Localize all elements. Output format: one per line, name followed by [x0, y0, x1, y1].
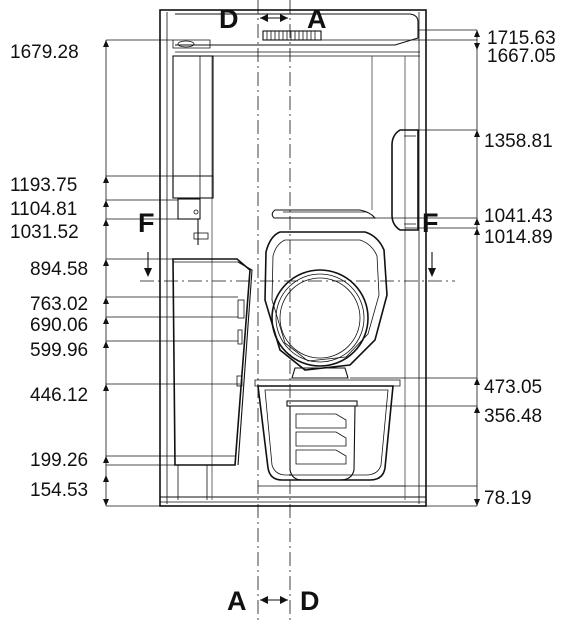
toilet-bowl — [254, 367, 405, 487]
section-arrow-f-left — [144, 252, 152, 277]
dim-left-1: 1679.28 — [10, 42, 79, 63]
dim-left-9: 446.12 — [30, 385, 88, 406]
dim-left-7: 690.06 — [30, 315, 88, 336]
dim-left-4: 1031.52 — [10, 222, 79, 243]
grab-handle — [391, 129, 419, 231]
right-dimension-chain — [320, 29, 480, 507]
section-arrow-f-right — [428, 252, 436, 277]
dim-left-3: 1104.81 — [10, 199, 77, 220]
dim-left-8: 599.96 — [30, 340, 88, 361]
section-marker-top-left: D — [219, 4, 239, 34]
dim-right-8: 78.19 — [484, 488, 532, 509]
section-marker-bottom-left: A — [227, 586, 247, 616]
dim-left-11: 154.53 — [30, 480, 88, 501]
left-dimension-chain — [103, 39, 240, 507]
handrail-top — [271, 209, 377, 219]
section-arrow-top — [260, 14, 288, 22]
roof-vent — [262, 30, 322, 41]
dim-right-2: 1667.05 — [487, 46, 556, 67]
section-marker-side-left: F — [138, 208, 155, 238]
dim-left-5: 894.58 — [30, 259, 88, 280]
dim-right-5: 1014.89 — [484, 227, 553, 248]
sink-unit — [172, 258, 253, 500]
dim-right-4: 1041.43 — [484, 206, 553, 227]
section-marker-bottom-right: D — [300, 586, 320, 616]
dim-left-10: 199.26 — [30, 450, 88, 471]
dim-right-7: 356.48 — [484, 406, 542, 427]
dim-left-6: 763.02 — [30, 294, 88, 315]
dim-right-3: 1358.81 — [484, 131, 553, 152]
dim-right-6: 473.05 — [484, 377, 542, 398]
section-marker-side-right: F — [422, 208, 439, 238]
dim-left-2: 1193.75 — [10, 175, 77, 196]
cabin-outline — [159, 9, 427, 507]
section-arrow-bottom — [260, 596, 288, 604]
dim-right-1: 1715.63 — [487, 28, 556, 49]
section-marker-top-right: A — [307, 4, 327, 34]
toilet-back — [264, 231, 388, 371]
left-tank — [172, 39, 214, 245]
